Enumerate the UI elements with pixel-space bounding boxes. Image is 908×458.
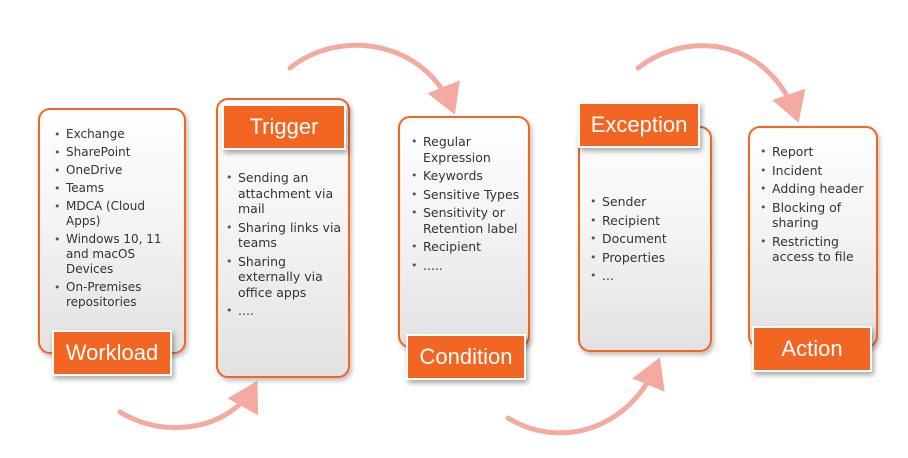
action-list: ReportIncidentAdding headerBlocking of s… <box>759 144 877 268</box>
condition-list: Regular ExpressionKeywordsSensitive Type… <box>410 134 528 276</box>
action-label: Action <box>752 326 872 372</box>
list-item: Recipient <box>589 213 709 229</box>
list-item: .... <box>225 303 347 319</box>
list-item: Adding header <box>759 181 877 197</box>
list-item: Sharing links via teams <box>225 220 347 251</box>
list-item: Exchange <box>53 127 181 142</box>
workload-list: ExchangeSharePointOneDriveTeamsMDCA (Clo… <box>53 127 181 313</box>
list-item: Recipient <box>410 239 528 255</box>
list-item: Sensitive Types <box>410 187 528 203</box>
exception-list: SenderRecipientDocumentProperties... <box>589 194 709 287</box>
list-item: Sharing externally via office apps <box>225 254 347 301</box>
exception-card: SenderRecipientDocumentProperties... <box>578 126 712 352</box>
workload-card: ExchangeSharePointOneDriveTeamsMDCA (Clo… <box>38 108 186 354</box>
list-item: Restricting access to file <box>759 234 877 265</box>
trigger-list: Sending an attachment via mailSharing li… <box>225 170 347 322</box>
exception-label: Exception <box>578 102 700 148</box>
list-item: MDCA (Cloud Apps) <box>53 199 181 229</box>
workload-label: Workload <box>52 330 172 376</box>
list-item: Incident <box>759 163 877 179</box>
list-item: Regular Expression <box>410 134 528 165</box>
list-item: Properties <box>589 250 709 266</box>
list-item: Teams <box>53 181 181 196</box>
list-item: On-Premises repositories <box>53 280 181 310</box>
list-item: Document <box>589 231 709 247</box>
action-card: ReportIncidentAdding headerBlocking of s… <box>748 126 878 348</box>
condition-label: Condition <box>406 334 526 380</box>
list-item: Sensitivity or Retention label <box>410 205 528 236</box>
arrow-workload-to-trigger <box>117 380 259 431</box>
list-item: Blocking of sharing <box>759 200 877 231</box>
arrow-condition-to-exception <box>505 357 665 436</box>
list-item: Sending an attachment via mail <box>225 170 347 217</box>
list-item: Report <box>759 144 877 160</box>
list-item: SharePoint <box>53 145 181 160</box>
list-item: Windows 10, 11 and macOS Devices <box>53 232 181 277</box>
condition-card: Regular ExpressionKeywordsSensitive Type… <box>398 116 530 348</box>
list-item: ... <box>589 268 709 284</box>
trigger-label: Trigger <box>222 104 346 150</box>
list-item: Sender <box>589 194 709 210</box>
list-item: OneDrive <box>53 163 181 178</box>
list-item: ..... <box>410 258 528 274</box>
list-item: Keywords <box>410 168 528 184</box>
